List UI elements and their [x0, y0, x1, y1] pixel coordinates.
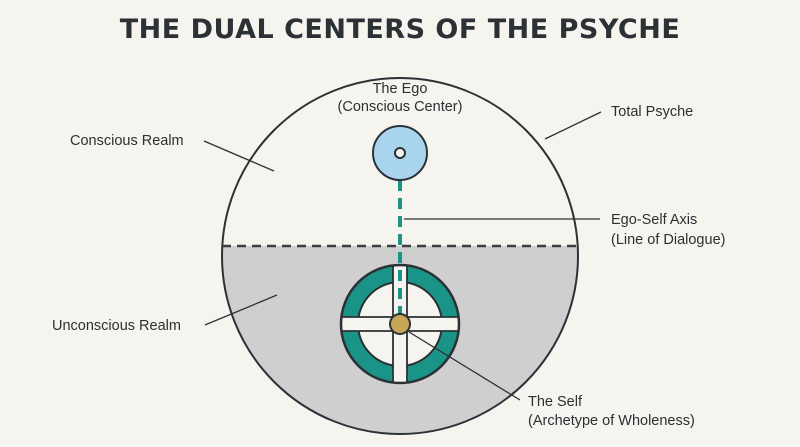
- leader-lines: [203, 111, 602, 401]
- self-symbol: [339, 263, 461, 385]
- unconscious-realm-leader: [204, 294, 278, 326]
- total-psyche-circle: [221, 77, 579, 435]
- axis-label-subtitle: (Line of Dialogue): [611, 232, 725, 248]
- self-label-subtitle: (Archetype of Wholeness): [528, 413, 695, 429]
- total-psyche-label: Total Psyche: [611, 104, 693, 120]
- unconscious-realm-label: Unconscious Realm: [52, 318, 181, 334]
- ego-label-title: The Ego: [373, 81, 428, 97]
- self-label-title: The Self: [528, 394, 583, 410]
- conscious-realm-leader: [203, 140, 275, 172]
- axis-label-title: Ego-Self Axis: [611, 212, 697, 228]
- total-psyche-leader: [544, 111, 602, 140]
- self-center-dot: [389, 313, 411, 335]
- self-leader: [408, 331, 521, 401]
- conscious-realm-label: Conscious Realm: [70, 133, 184, 149]
- ego-symbol: [372, 125, 428, 181]
- page-title: THE DUAL CENTERS OF THE PSYCHE: [119, 14, 681, 45]
- ego-label-subtitle: (Conscious Center): [338, 99, 463, 115]
